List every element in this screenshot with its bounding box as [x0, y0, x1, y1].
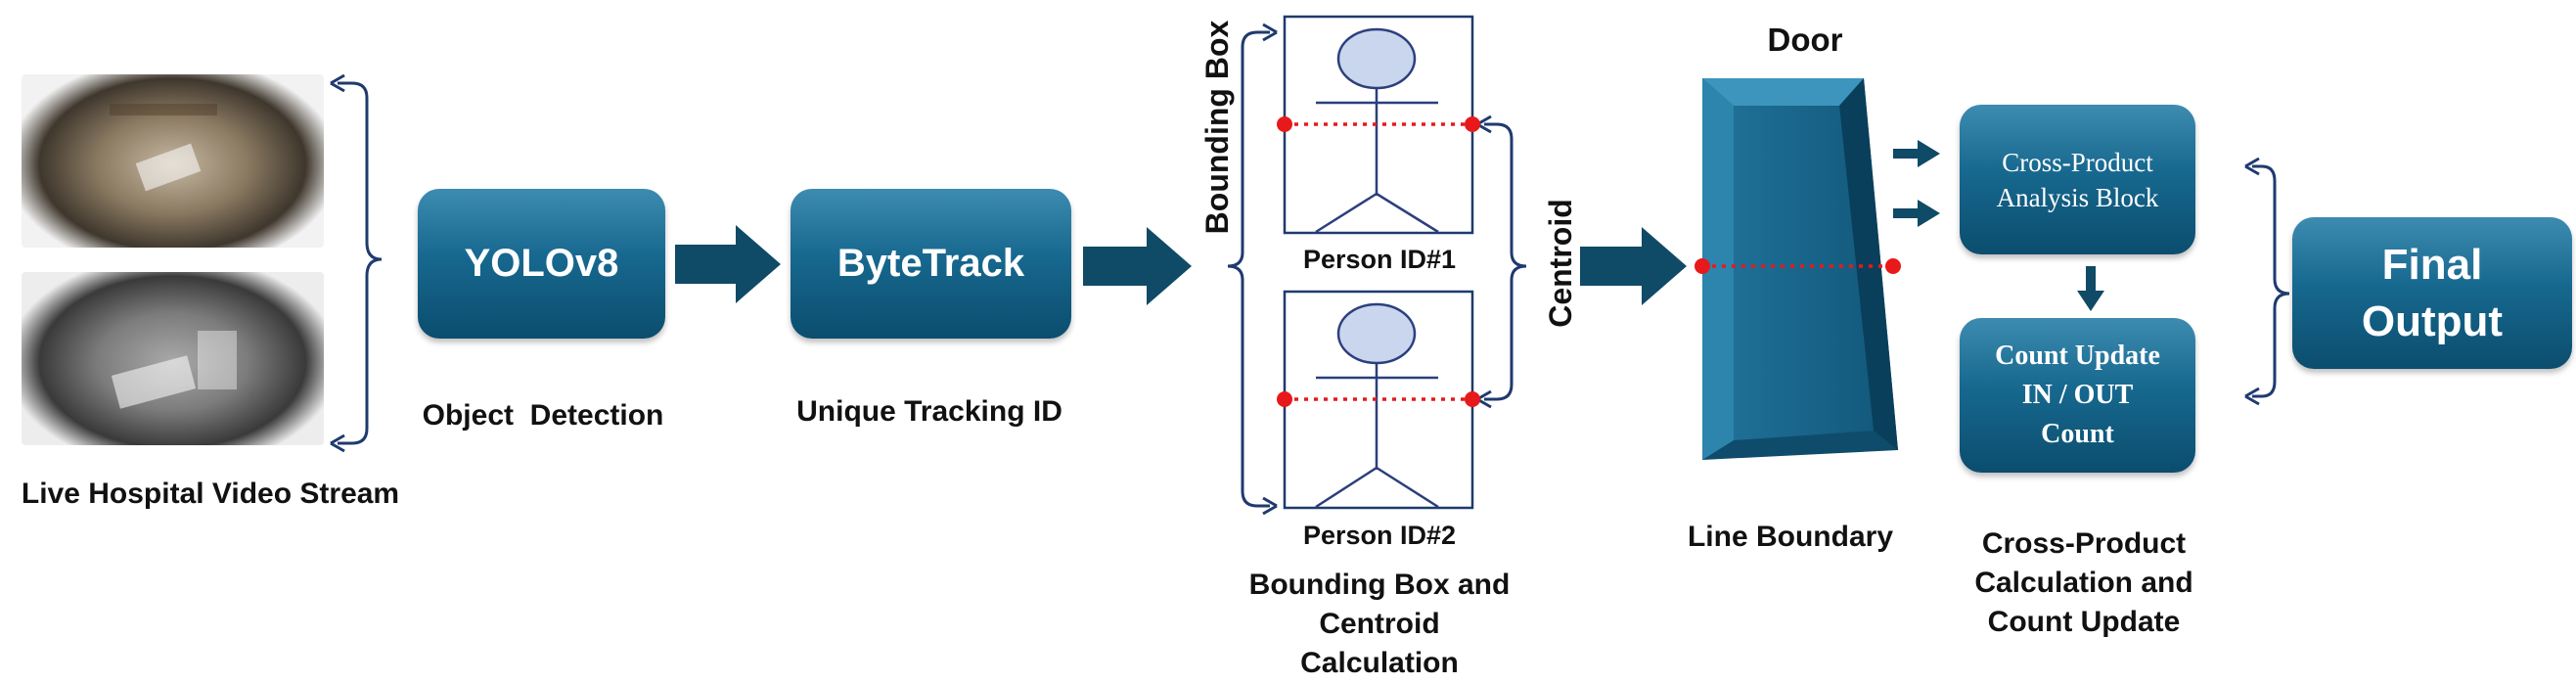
final-label-line-1: Final: [2381, 240, 2483, 289]
arrow-cross-to-count: [2077, 266, 2104, 311]
count-label-line-2: IN / OUT: [2021, 380, 2134, 410]
arrow-door-to-cross: [1893, 140, 1940, 227]
count-label-line-3: Count: [2041, 419, 2114, 449]
bbox-caption-line-3: Calculation: [1300, 647, 1459, 679]
bytetrack-label: ByteTrack: [836, 242, 1025, 285]
door-title: Door: [1767, 22, 1843, 58]
video-thumbnail-2: [22, 272, 324, 445]
yolo-block: YOLOv8: [418, 189, 665, 339]
cross-label-line-1: Cross-Product: [2002, 147, 2153, 177]
input-caption: Live Hospital Video Stream: [21, 478, 400, 510]
final-label-line-2: Output: [2361, 296, 2504, 345]
bounding-box-label: Bounding Box: [1199, 20, 1235, 235]
bbox-caption: Bounding Box and Centroid Calculation: [1228, 566, 1531, 683]
output-brace: [2244, 157, 2290, 406]
bbox-caption-line-1: Bounding Box and: [1248, 569, 1511, 601]
final-output-block: Final Output: [2292, 217, 2572, 369]
arrow-yolo-to-bytetrack: [675, 225, 781, 303]
arrow-bytetrack-to-bbox: [1083, 227, 1192, 305]
cross-product-block: Cross-Product Analysis Block: [1960, 105, 2195, 254]
person-1-label: Person ID#1: [1302, 245, 1457, 274]
bbox-caption-line-2: Centroid: [1319, 608, 1440, 640]
input-brace: [330, 73, 383, 453]
count-update-block: Count Update IN / OUT Count: [1960, 318, 2195, 473]
video-thumbnail-1: [22, 74, 324, 248]
door-caption: Line Boundary: [1687, 521, 1893, 553]
bytetrack-caption: Unique Tracking ID: [796, 395, 1062, 428]
cross-product-caption: Cross-Product Calculation and Count Upda…: [1942, 524, 2226, 642]
cross-caption-line-1: Cross-Product: [1981, 527, 2187, 560]
yolo-label: YOLOv8: [464, 242, 619, 285]
cross-caption-line-2: Calculation and: [1974, 567, 2193, 599]
count-label-line-1: Count Update: [1995, 341, 2160, 371]
cross-label-line-2: Analysis Block: [1996, 182, 2159, 212]
person-1-box: [1277, 15, 1480, 235]
arrow-centroid-to-door: [1580, 227, 1687, 305]
person-2-label: Person ID#2: [1302, 521, 1457, 550]
yolo-caption: Object Detection: [422, 399, 664, 432]
door-panel: [1695, 78, 1901, 460]
person-2-box: [1277, 290, 1480, 510]
bbox-brace: [1227, 23, 1278, 516]
centroid-label: Centroid: [1543, 199, 1578, 328]
bytetrack-block: ByteTrack: [791, 189, 1071, 339]
cross-caption-line-3: Count Update: [1987, 606, 2181, 638]
